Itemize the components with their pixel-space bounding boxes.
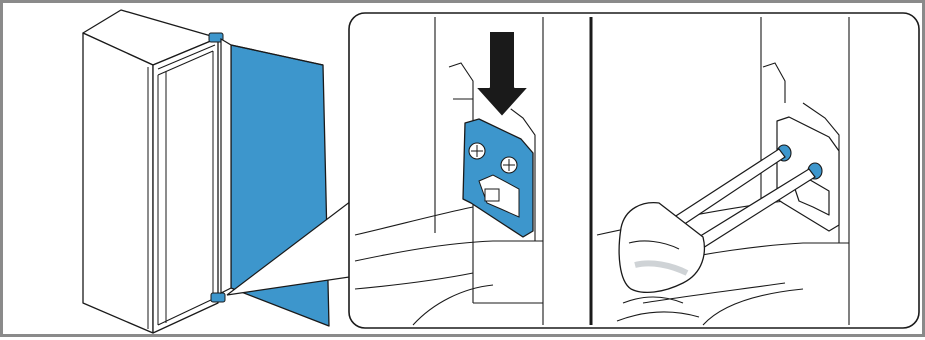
cabinet-hinge-bottom (211, 293, 225, 302)
cabinet-front (153, 38, 218, 333)
cabinet-side (83, 33, 153, 333)
fridge-cabinet (83, 10, 218, 333)
illustration-canvas (3, 3, 925, 340)
